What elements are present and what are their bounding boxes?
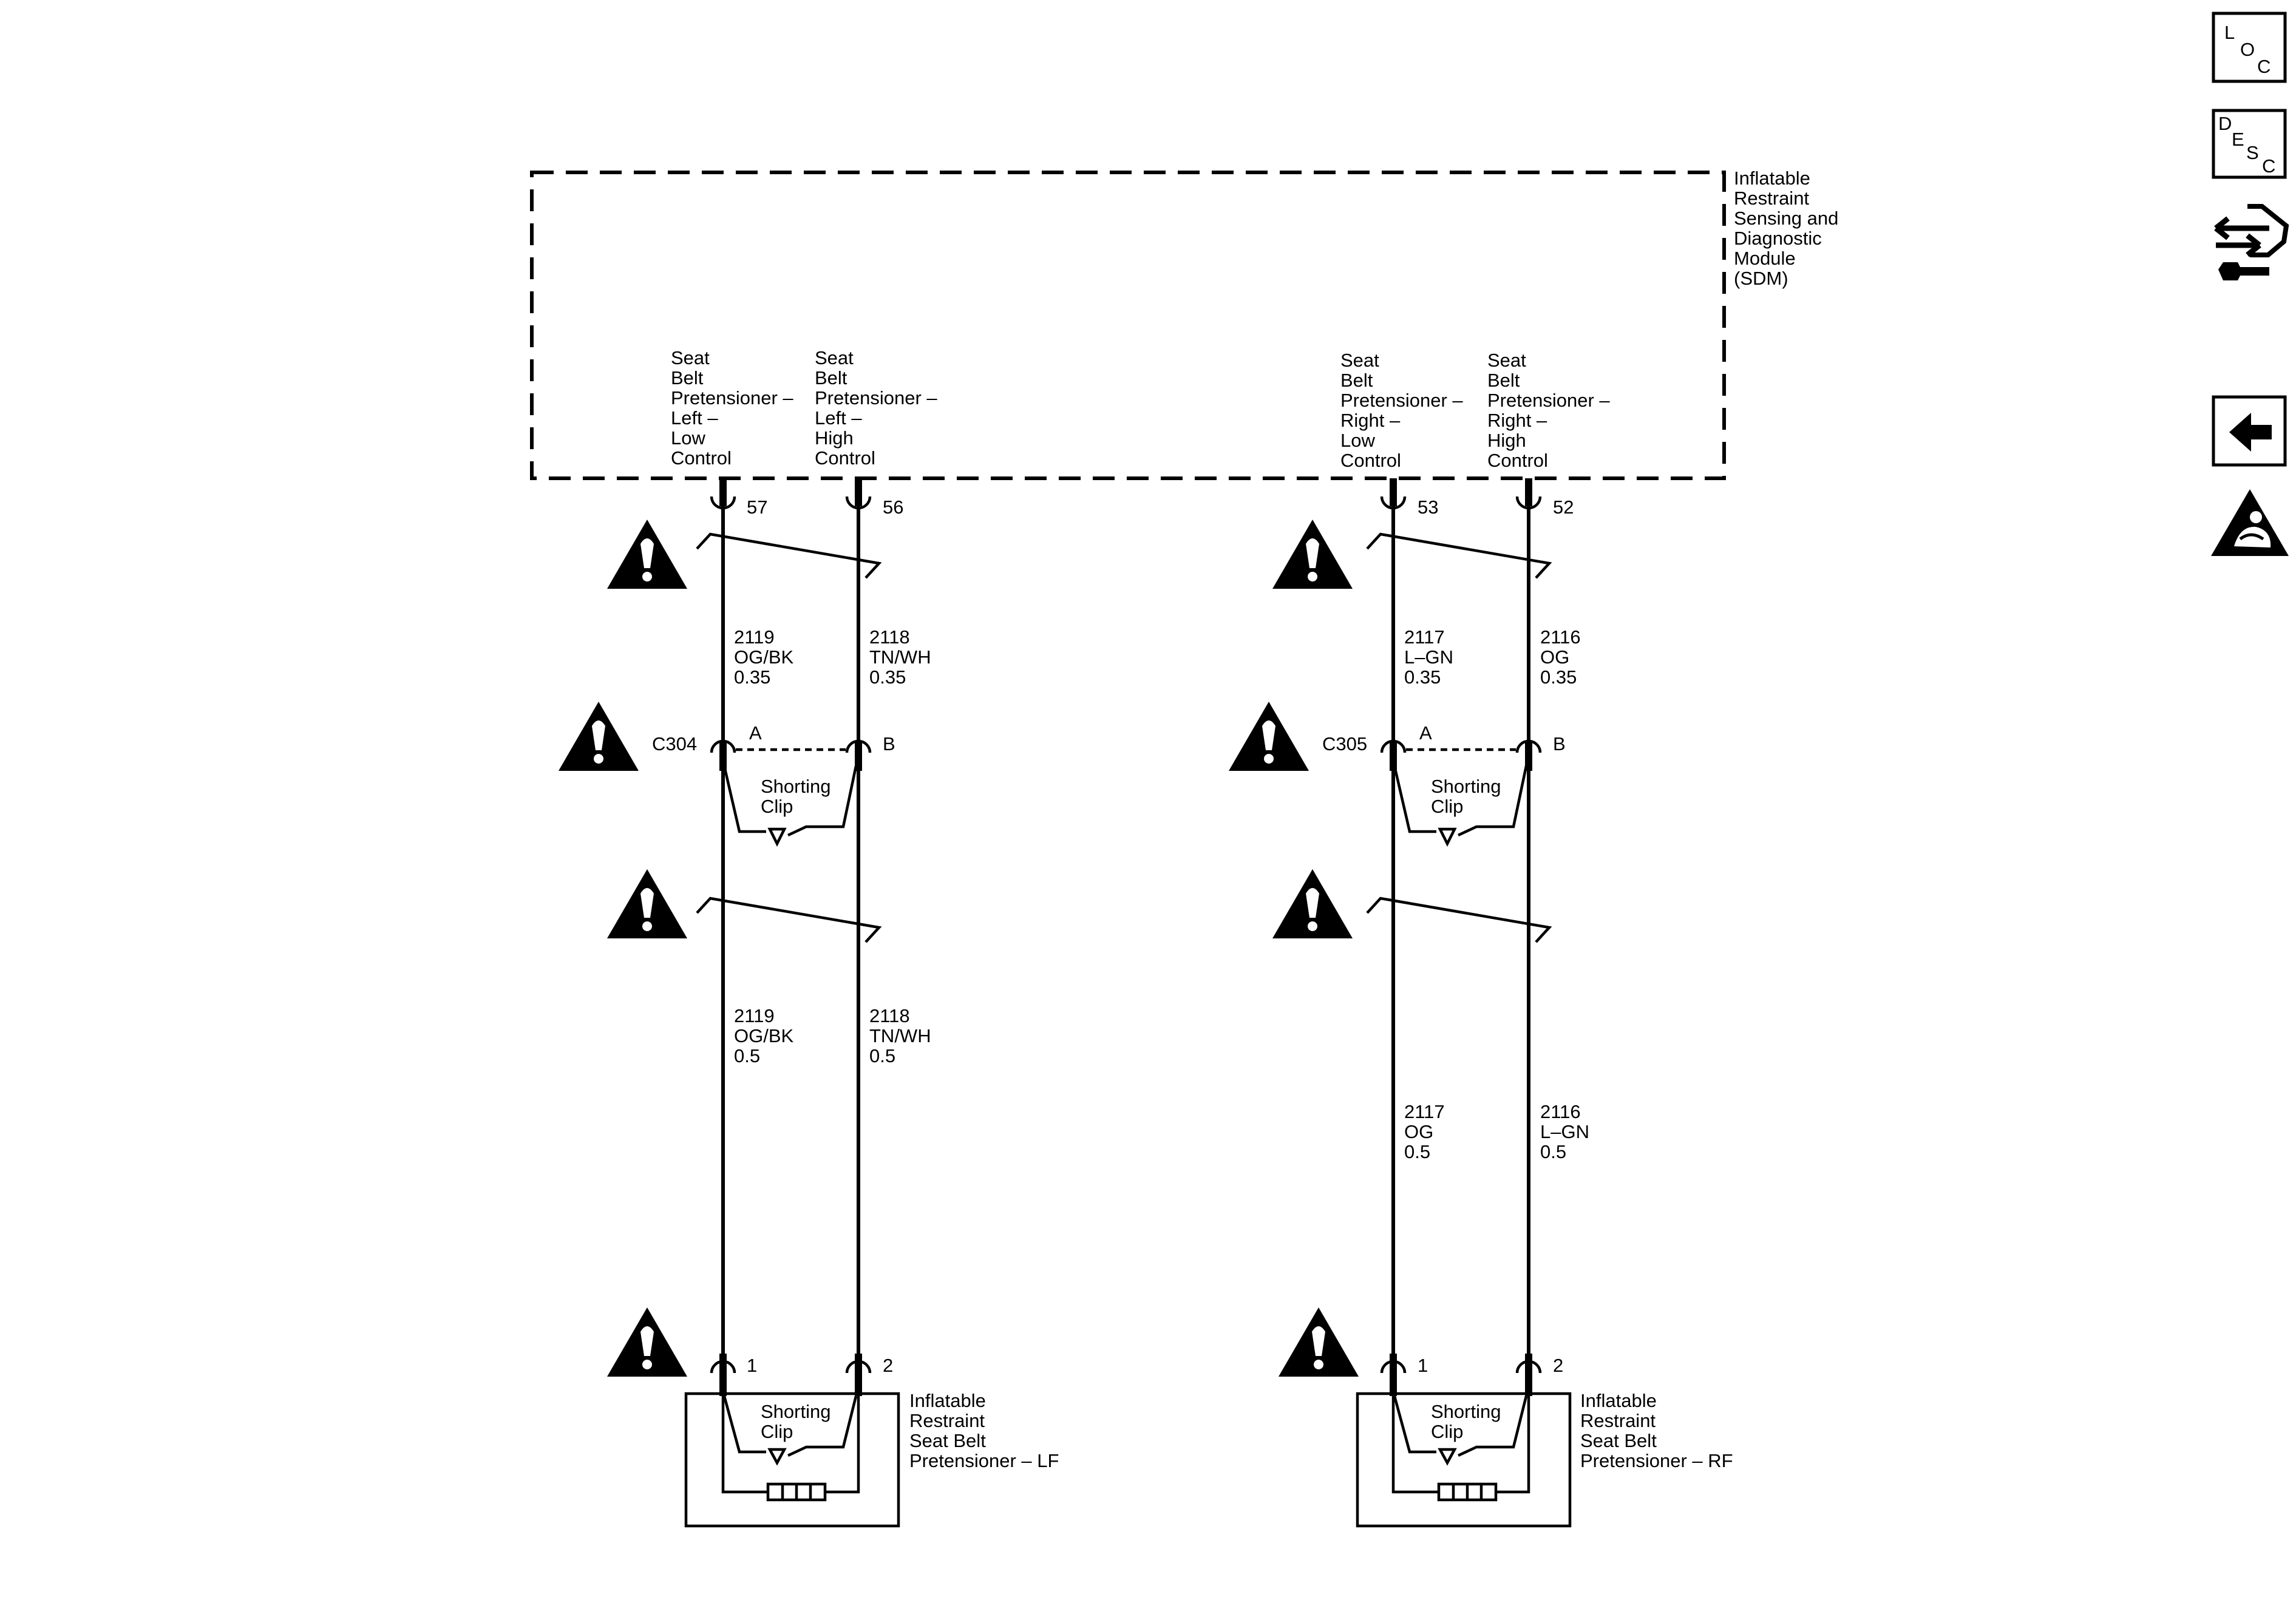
sdm-function-left-high: Seat Belt Pretensioner – Left – High Con… [815, 347, 942, 469]
sdm-function-right-low: Seat Belt Pretensioner – Right – Low Con… [1340, 350, 1468, 471]
warning-icon [1229, 702, 1309, 771]
sdm-pin-57: 57 [747, 497, 767, 518]
rf-device-pin-1: 1 [1418, 1355, 1428, 1376]
connector-label-c305: C305 [1322, 733, 1367, 754]
warning-icon [607, 869, 687, 938]
connector-label-c304: C304 [652, 733, 697, 754]
shorting-clip-c305 [1393, 765, 1528, 847]
rf-device-shorting-clip-label: Shorting Clip [1431, 1401, 1506, 1442]
c304-terminal-b: B [883, 733, 895, 754]
rf-device-pin-2: 2 [1553, 1355, 1563, 1376]
lf-pretensioner-device [684, 1392, 900, 1528]
wire-label-lower-2116: 2116 L–GN 0.5 [1540, 1101, 1595, 1162]
loc-icon[interactable]: L O C [2212, 12, 2287, 83]
svg-text:S: S [2246, 142, 2259, 163]
wire-label-lower-2117: 2117 OG 0.5 [1404, 1101, 1450, 1162]
warning-icon [607, 1307, 687, 1377]
wire-label-lower-2119: 2119 OG/BK 0.5 [734, 1005, 799, 1066]
warning-icon [1272, 520, 1353, 589]
device-terminals [710, 1354, 1542, 1396]
rf-pretensioner-device [1356, 1392, 1572, 1528]
svg-text:C: C [2262, 155, 2275, 177]
svg-text:C: C [2257, 56, 2271, 77]
warning-icon [607, 520, 687, 589]
c305-terminal-b: B [1553, 733, 1566, 754]
c305-terminal-a: A [1419, 722, 1432, 744]
sdm-pin-52: 52 [1553, 497, 1574, 518]
lf-device-shorting-clip-label: Shorting Clip [761, 1401, 836, 1442]
sdm-pin-56: 56 [883, 497, 903, 518]
inline-connector-c304 [710, 739, 872, 771]
wire-label-upper-2118: 2118 TN/WH 0.35 [869, 626, 936, 688]
sdm-module-box [530, 171, 1726, 480]
back-arrow-icon[interactable] [2212, 395, 2287, 467]
desc-icon[interactable]: D E S C [2212, 109, 2287, 179]
svg-text:E: E [2232, 129, 2244, 150]
sdm-pin-53: 53 [1418, 497, 1438, 518]
lf-device-label: Inflatable Restraint Seat Belt Pretensio… [909, 1390, 1059, 1471]
wire-label-upper-2117: 2117 L–GN 0.35 [1404, 626, 1459, 688]
warning-icon [1279, 1307, 1359, 1377]
wire-label-upper-2119: 2119 OG/BK 0.35 [734, 626, 799, 688]
shorting-clip-c304 [722, 765, 858, 847]
svg-text:D: D [2218, 113, 2232, 134]
warning-icon [559, 702, 639, 771]
twisted-pair-symbols [696, 532, 1552, 943]
rf-device-label: Inflatable Restraint Seat Belt Pretensio… [1580, 1390, 1733, 1471]
shorting-clip-c305-label: Shorting Clip [1431, 776, 1506, 817]
svg-text:L: L [2224, 22, 2235, 43]
sdm-function-right-high: Seat Belt Pretensioner – Right – High Co… [1487, 350, 1615, 471]
wire-label-lower-2118: 2118 TN/WH 0.5 [869, 1005, 936, 1066]
airbag-warning-icon[interactable] [2211, 489, 2289, 556]
warning-icon [1272, 869, 1353, 938]
wires [721, 506, 1530, 1355]
sdm-module-label: Inflatable Restraint Sensing and Diagnos… [1734, 168, 1844, 289]
shorting-clip-c304-label: Shorting Clip [761, 776, 836, 817]
lf-device-pin-1: 1 [747, 1355, 757, 1376]
sdm-function-left-low: Seat Belt Pretensioner – Left – Low Cont… [671, 347, 798, 469]
inline-connector-c305 [1380, 739, 1542, 771]
connector-end-view-icon[interactable] [2214, 204, 2289, 280]
sdm-pin-terminals [710, 478, 1542, 510]
c304-terminal-a: A [749, 722, 762, 744]
svg-text:O: O [2240, 39, 2255, 60]
lf-device-pin-2: 2 [883, 1355, 893, 1376]
wire-label-upper-2116: 2116 OG 0.35 [1540, 626, 1586, 688]
